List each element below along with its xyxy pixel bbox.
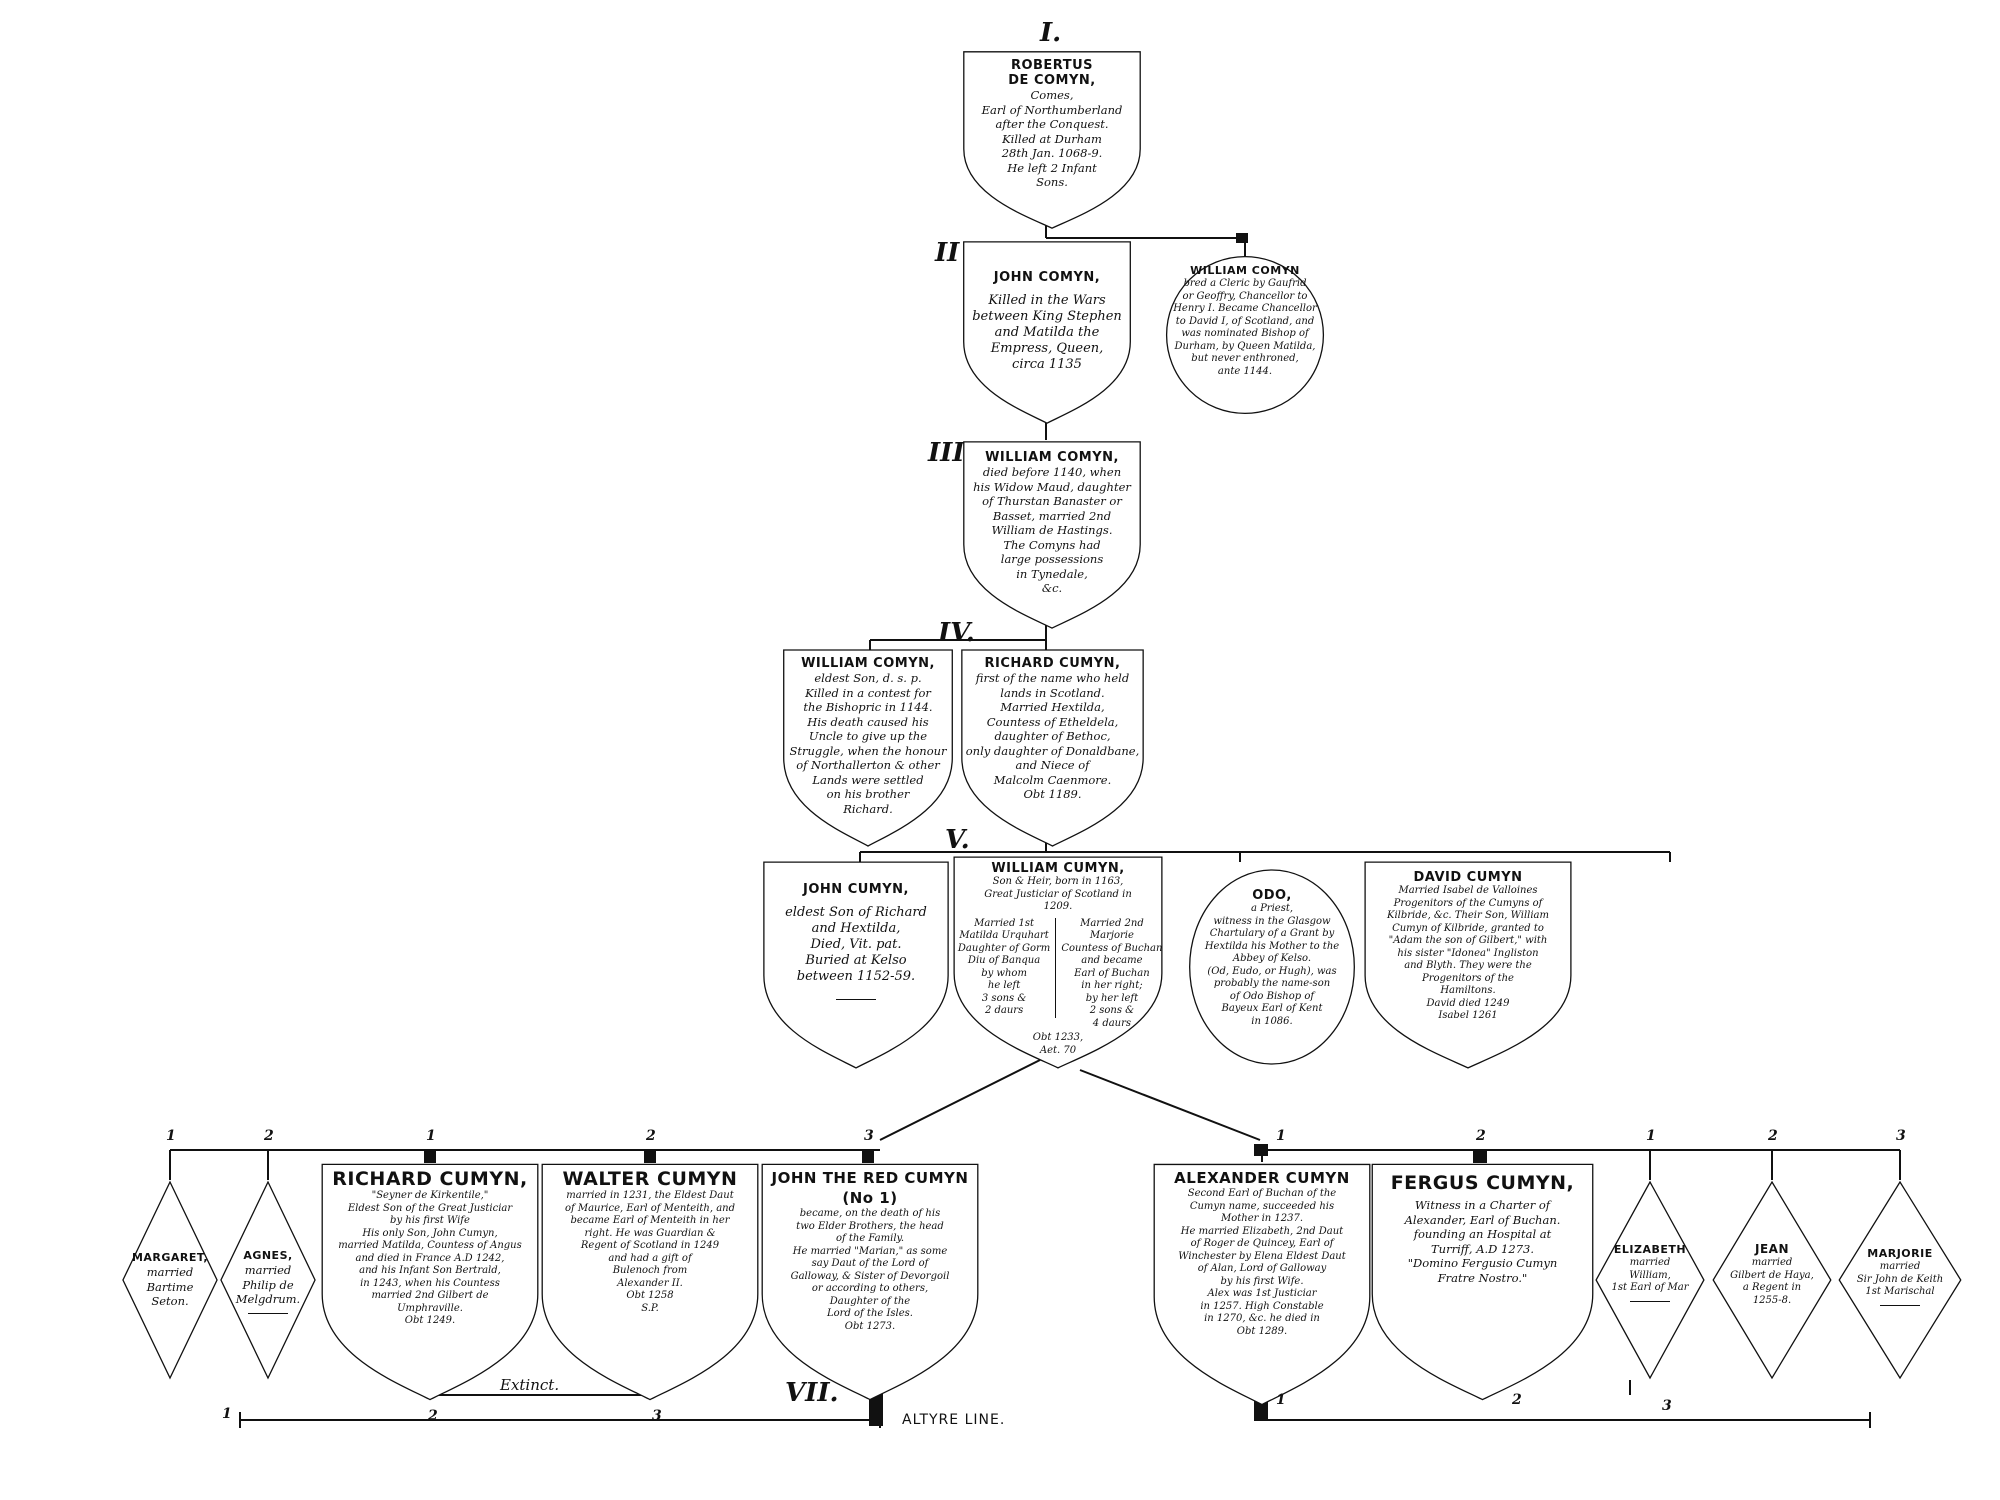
child-number: 2	[1768, 1128, 1778, 1144]
person-name: WILLIAM COMYN	[1190, 264, 1300, 277]
line-number: 2	[428, 1408, 438, 1424]
shield-william-cumyn-justiciar: WILLIAM CUMYN, Son & Heir, born in 1163,…	[952, 855, 1164, 1070]
person-name: ODO,	[1252, 888, 1292, 903]
shield-john-comyn: JOHN COMYN, Killed in the Wars between K…	[962, 240, 1132, 425]
extinct-label: Extinct.	[500, 1376, 560, 1394]
generation-label: I.	[1040, 18, 1062, 48]
person-name: DAVID CUMYN	[1413, 870, 1523, 885]
person-description: married Sir John de Keith 1st Marischal	[1856, 1261, 1944, 1297]
person-description: a Priest, witness in the Glasgow Chartul…	[1204, 903, 1340, 1027]
child-number: 2	[646, 1128, 656, 1144]
person-name: JOHN COMYN,	[993, 270, 1101, 285]
shield-william-comyn-iii: WILLIAM COMYN, died before 1140, when hi…	[962, 440, 1142, 630]
line-number: 1	[222, 1406, 232, 1422]
diamond-elizabeth: ELIZABETH married William, 1st Earl of M…	[1595, 1180, 1705, 1380]
shield-john-the-red-cumyn: JOHN THE RED CUMYN (No 1) became, on the…	[760, 1162, 980, 1402]
divider	[248, 1312, 288, 1314]
person-description: eldest Son, d. s. p. Killed in a contest…	[789, 671, 947, 816]
child-number: 3	[864, 1128, 874, 1144]
obit: Obt 1233, Aet. 70	[1032, 1032, 1084, 1056]
shield-fergus-cumyn: FERGUS CUMYN, Witness in a Charter of Al…	[1370, 1162, 1595, 1402]
shield-david-cumyn: DAVID CUMYN Married Isabel de Valloines …	[1363, 860, 1573, 1070]
generation-label: IV.	[938, 618, 975, 648]
diamond-marjorie: MARJORIE married Sir John de Keith 1st M…	[1838, 1180, 1962, 1380]
person-description: eldest Son of Richard and Hextilda, Died…	[785, 905, 927, 984]
child-number: 1	[166, 1128, 176, 1144]
person-name: WILLIAM COMYN,	[985, 450, 1119, 465]
child-number: 3	[1896, 1128, 1906, 1144]
diamond-agnes: AGNES, married Philip de Melgdrum.	[220, 1180, 316, 1380]
person-description: married in 1231, the Eldest Daut of Maur…	[564, 1190, 736, 1314]
child-number: 1	[1276, 1128, 1286, 1144]
line-number: 2	[1512, 1392, 1522, 1408]
person-name: MARJORIE	[1867, 1247, 1933, 1260]
diamond-margaret: MARGARET, married Bartime Seton.	[122, 1180, 218, 1380]
first-marriage: Married 1st Matilda Urquhart Daughter of…	[953, 917, 1056, 1018]
person-description: Second Earl of Buchan of the Cumyn name,…	[1178, 1188, 1346, 1337]
person-name: ROBERTUS DE COMYN,	[1008, 58, 1096, 88]
person-name: RICHARD CUMYN,	[332, 1168, 528, 1190]
shield-robertus-de-comyn: ROBERTUS DE COMYN, Comes, Earl of Northu…	[962, 50, 1142, 230]
person-name: JEAN	[1755, 1242, 1789, 1256]
person-description: married Bartime Seton.	[146, 1265, 194, 1308]
person-name: JOHN THE RED CUMYN (No 1)	[771, 1169, 969, 1207]
circle-william-comyn-bishop: WILLIAM COMYN bred a Cleric by Gaufrid o…	[1165, 255, 1325, 415]
person-description: became, on the death of his two Elder Br…	[790, 1208, 950, 1332]
person-description: Witness in a Charter of Alexander, Earl …	[1404, 1198, 1561, 1285]
person-description: married Gilbert de Haya, a Regent in 125…	[1730, 1257, 1814, 1306]
shield-richard-cumyn: RICHARD CUMYN, first of the name who hel…	[960, 648, 1145, 848]
shield-richard-cumyn-kirkentile: RICHARD CUMYN, "Seyner de Kirkentile," E…	[320, 1162, 540, 1402]
shield-alexander-cumyn: ALEXANDER CUMYN Second Earl of Buchan of…	[1152, 1162, 1372, 1407]
person-name: ELIZABETH	[1613, 1243, 1687, 1256]
person-description: Son & Heir, born in 1163, Great Justicia…	[984, 876, 1132, 912]
person-name: WILLIAM COMYN,	[801, 656, 935, 671]
person-name: AGNES,	[243, 1249, 293, 1262]
divider	[836, 999, 876, 1000]
person-description: "Seyner de Kirkentile," Eldest Son of th…	[338, 1190, 522, 1326]
person-description: first of the name who held lands in Scot…	[965, 671, 1140, 801]
child-number: 1	[1646, 1128, 1656, 1144]
generation-label: V.	[945, 825, 970, 855]
circle-odo: ODO, a Priest, witness in the Glasgow Ch…	[1188, 868, 1356, 1066]
line-number: 1	[1276, 1392, 1286, 1408]
person-name: ALEXANDER CUMYN	[1174, 1169, 1350, 1187]
altyre-line-label: ALTYRE LINE.	[902, 1412, 1006, 1428]
person-name: FERGUS CUMYN,	[1390, 1172, 1575, 1194]
person-description: died before 1140, when his Widow Maud, d…	[973, 465, 1131, 595]
shield-walter-cumyn: WALTER CUMYN married in 1231, the Eldest…	[540, 1162, 760, 1402]
person-name: WILLIAM CUMYN,	[991, 861, 1125, 876]
person-name: MARGARET,	[131, 1251, 209, 1264]
person-description: Killed in the Wars between King Stephen …	[972, 293, 1122, 372]
child-number: 2	[264, 1128, 274, 1144]
line-number: 3	[652, 1408, 662, 1424]
person-name: RICHARD CUMYN,	[984, 656, 1121, 671]
divider	[1880, 1304, 1920, 1306]
child-number: 1	[426, 1128, 436, 1144]
child-number: 2	[1476, 1128, 1486, 1144]
generation-label: VII.	[785, 1378, 839, 1408]
person-description: Comes, Earl of Northumberland after the …	[981, 88, 1123, 189]
diamond-jean: JEAN married Gilbert de Haya, a Regent i…	[1712, 1180, 1832, 1380]
shield-john-cumyn-v: JOHN CUMYN, eldest Son of Richard and He…	[762, 860, 950, 1070]
line-number: 3	[1662, 1398, 1672, 1414]
shield-william-comyn-iv: WILLIAM COMYN, eldest Son, d. s. p. Kill…	[782, 648, 954, 848]
person-description: Married Isabel de Valloines Progenitors …	[1387, 885, 1549, 1021]
person-description: married Philip de Melgdrum.	[235, 1263, 301, 1306]
second-marriage: Married 2nd Marjorie Countess of Buchan …	[1061, 917, 1163, 1029]
generation-label: II	[935, 238, 960, 268]
person-name: JOHN CUMYN,	[803, 882, 909, 897]
person-description: bred a Cleric by Gaufrid or Geoffry, Cha…	[1173, 278, 1317, 377]
divider	[1630, 1300, 1670, 1302]
person-name: WALTER CUMYN	[562, 1168, 738, 1190]
person-description: married William, 1st Earl of Mar	[1611, 1257, 1689, 1293]
